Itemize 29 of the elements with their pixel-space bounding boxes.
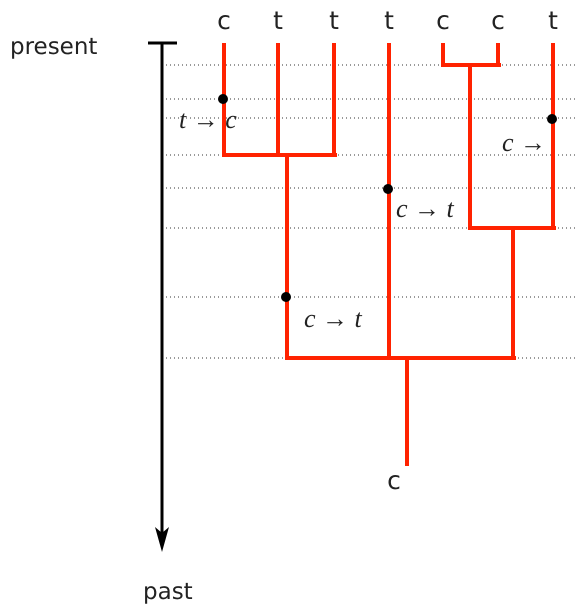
lineage-line [551,43,555,226]
allele-label: t [374,6,404,43]
lineage-line [441,43,445,63]
coalescence-bar [222,153,337,157]
lineage-line [468,67,472,226]
allele-label: t [263,6,293,43]
lineage-line [511,230,515,356]
lineage-line [276,43,280,153]
edge-label: t → c [179,105,237,135]
coalescence-bar [285,356,516,360]
edge-label: c → [502,128,546,158]
lineage-line [222,43,226,153]
ancestor-allele-label: c [377,466,411,496]
allele-label: c [209,6,239,43]
allele-label: t [319,6,349,43]
coalescence-bar [468,226,556,230]
lineage-line [405,360,409,466]
allele-label: t [538,6,568,43]
time-label: present [10,33,98,61]
time-label: past [143,578,193,606]
allele-label: c [483,6,513,43]
coalescence-bar [441,63,501,67]
allele-label: c [428,6,458,43]
lineage-line [285,157,289,356]
edge-label: c → t [396,194,454,224]
edge-label: c → t [304,304,362,334]
lineage-line [496,43,500,63]
lineage-line [387,43,391,356]
lineage-line [332,43,336,153]
